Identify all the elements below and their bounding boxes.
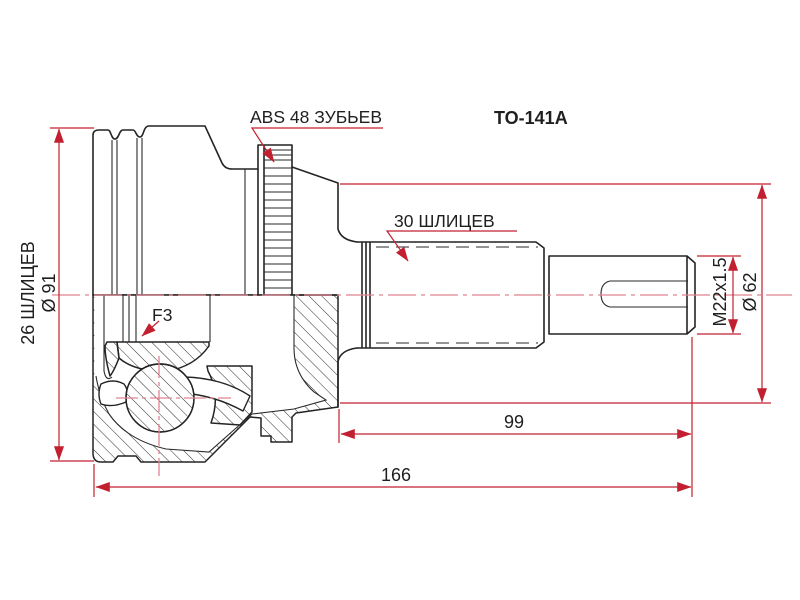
cage-section-left [98, 380, 129, 407]
stub-slot [600, 280, 688, 308]
part-code: TO-141A [494, 108, 568, 128]
cage-section-right [181, 376, 251, 412]
extension-lines [697, 255, 741, 335]
bell-outer-profile [92, 125, 259, 296]
dimension-thread: M22x1.5 [697, 255, 741, 335]
abs-ring-outline [257, 144, 293, 296]
abs-ring [257, 144, 293, 296]
bell-right-face [291, 166, 358, 408]
dimension-diameter-91: 26 ШЛИЦЕВ Ø 91 [18, 127, 94, 462]
extension-lines [338, 337, 693, 497]
centerlines [52, 294, 792, 476]
boot-seat-diameter-label: Ø 62 [740, 272, 760, 311]
f3-leader-line [141, 320, 160, 337]
callout-groove-f3: F3 [141, 305, 172, 337]
abs-ring-teeth [264, 149, 292, 289]
dimension-length-99: 99 [338, 337, 693, 497]
section-lower-half [92, 294, 339, 463]
abs-leader-line [250, 127, 383, 163]
splines-leader-line [385, 230, 517, 262]
abs-ring-label: ABS 48 ЗУБЬЕВ [250, 107, 382, 127]
bell-neck-transition [291, 166, 358, 408]
dimension-diameter-62: Ø 62 [340, 183, 771, 404]
thread-spec-label: M22x1.5 [710, 257, 730, 326]
callout-abs-ring: ABS 48 ЗУБЬЕВ [250, 107, 383, 163]
boot-band-walls-lower [122, 295, 211, 342]
extension-lines [50, 127, 94, 462]
shaft-splines-label: 30 ШЛИЦЕВ [394, 211, 495, 231]
groove-label: F3 [152, 305, 172, 325]
overall-length-label: 166 [381, 465, 411, 485]
outer-bell [92, 125, 259, 296]
dimension-length-166: 166 [93, 464, 692, 497]
shaft-length-label: 99 [504, 412, 524, 432]
boot-band-walls-upper [111, 138, 246, 295]
outer-diameter-label: Ø 91 [39, 273, 59, 312]
bell-lip-section [104, 341, 120, 377]
hub-splines-label: 26 ШЛИЦЕВ [18, 241, 38, 345]
callout-shaft-splines: 30 ШЛИЦЕВ [385, 211, 517, 262]
extension-lines [340, 183, 771, 404]
